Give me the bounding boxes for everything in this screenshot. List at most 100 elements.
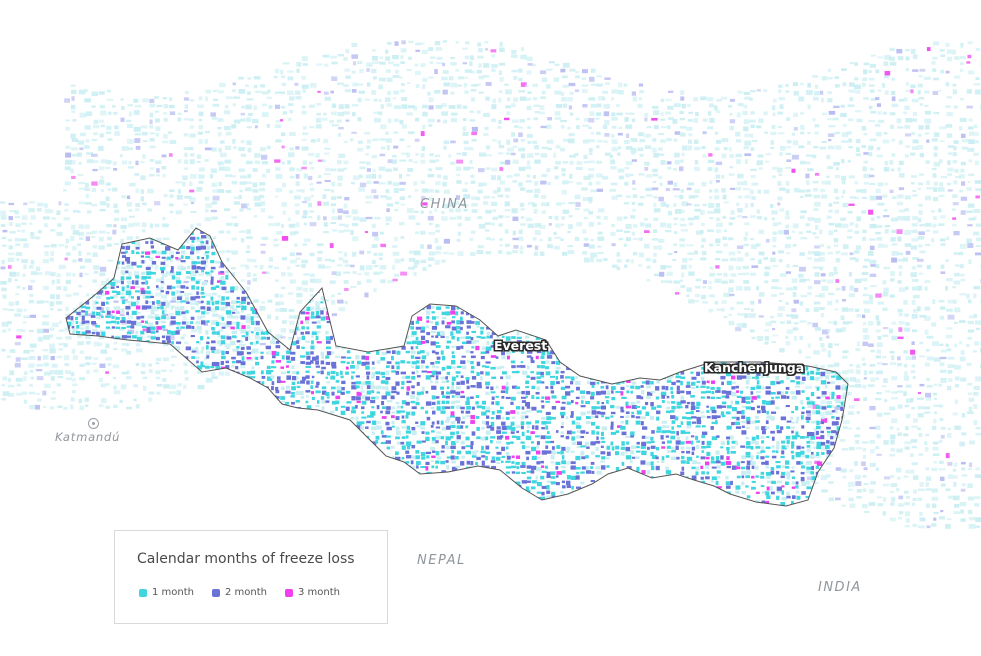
freeze-loss-speck xyxy=(241,281,248,285)
glacier-speck xyxy=(84,125,91,130)
glacier-speck xyxy=(513,173,520,177)
glacier-speck xyxy=(905,356,913,360)
glacier-speck xyxy=(897,167,901,172)
glacier-speck xyxy=(828,272,834,277)
glacier-speck xyxy=(217,126,222,130)
freeze-loss-speck xyxy=(481,270,487,275)
glacier-speck xyxy=(254,265,258,268)
glacier-speck xyxy=(918,244,923,248)
freeze-loss-speck xyxy=(141,236,145,239)
glacier-speck xyxy=(240,264,247,267)
freeze-loss-speck xyxy=(125,270,129,274)
freeze-loss-speck xyxy=(241,245,245,250)
glacier-speck xyxy=(337,133,341,137)
glacier-speck xyxy=(106,203,110,208)
glacier-speck xyxy=(71,390,76,394)
glacier-speck xyxy=(897,476,901,480)
glacier-speck xyxy=(623,243,628,247)
glacier-speck xyxy=(660,160,666,165)
glacier-speck xyxy=(575,167,583,170)
freeze-loss-speck xyxy=(731,230,736,235)
freeze-loss-speck xyxy=(311,235,316,239)
freeze-loss-speck xyxy=(390,228,394,231)
glacier-speck xyxy=(519,250,524,254)
glacier-speck xyxy=(169,97,173,101)
freeze-loss-speck xyxy=(200,230,205,234)
glacier-speck xyxy=(919,152,925,158)
glacier-speck xyxy=(526,97,531,101)
freeze-loss-speck xyxy=(131,240,136,245)
glacier-speck xyxy=(911,364,916,368)
glacier-speck xyxy=(422,124,426,130)
glacier-speck xyxy=(252,278,258,282)
glacier-speck xyxy=(155,376,160,380)
glacier-speck xyxy=(456,238,461,242)
glacier-speck xyxy=(161,369,167,372)
freeze-loss-speck xyxy=(185,256,190,260)
glacier-speck xyxy=(21,222,27,225)
glacier-speck xyxy=(168,313,174,317)
glacier-speck xyxy=(420,42,425,45)
glacier-speck xyxy=(344,104,350,109)
glacier-speck xyxy=(392,251,400,256)
glacier-speck xyxy=(729,257,737,262)
freeze-loss-speck xyxy=(190,251,195,255)
glacier-speck xyxy=(778,97,785,101)
freeze-loss-speck xyxy=(460,246,465,250)
glacier-speck xyxy=(64,181,71,186)
glacier-speck xyxy=(113,390,121,395)
glacier-speck xyxy=(869,273,877,278)
glacier-speck xyxy=(78,258,83,262)
glacier-speck xyxy=(632,251,638,256)
glacier-speck xyxy=(959,320,966,323)
freeze-loss-speck xyxy=(416,275,420,281)
glacier-speck xyxy=(644,145,652,149)
glacier-speck xyxy=(126,195,131,200)
freeze-loss-speck xyxy=(556,270,563,274)
glacier-speck xyxy=(639,237,643,241)
glacier-speck xyxy=(399,159,407,162)
glacier-speck xyxy=(673,280,681,284)
glacier-speck xyxy=(169,250,175,256)
glacier-speck xyxy=(50,243,57,248)
glacier-speck xyxy=(126,202,133,207)
freeze-loss-speck xyxy=(441,228,445,230)
glacier-speck xyxy=(324,96,331,101)
glacier-speck xyxy=(149,103,156,108)
glacier-speck xyxy=(212,103,220,107)
glacier-speck xyxy=(876,392,882,395)
glacier-speck xyxy=(931,138,938,142)
glacier-speck xyxy=(910,84,916,89)
glacier-speck xyxy=(898,173,905,178)
freeze-loss-speck xyxy=(70,251,74,254)
glacier-speck xyxy=(968,440,975,445)
glacier-speck xyxy=(518,126,523,129)
glacier-speck xyxy=(637,104,643,109)
freeze-loss-speck xyxy=(530,280,535,283)
glacier-speck xyxy=(526,56,533,62)
freeze-loss-speck xyxy=(510,260,514,266)
glacier-speck xyxy=(974,89,981,95)
glacier-speck xyxy=(716,243,720,247)
glacier-speck xyxy=(737,181,744,186)
glacier-speck xyxy=(86,369,90,375)
glacier-speck xyxy=(233,196,240,200)
glacier-speck xyxy=(65,238,70,244)
glacier-speck xyxy=(64,166,71,171)
glacier-speck xyxy=(435,251,442,255)
glacier-speck xyxy=(806,180,810,185)
glacier-speck xyxy=(56,383,62,387)
glacier-speck xyxy=(240,118,246,122)
freeze-loss-speck xyxy=(696,245,699,248)
glacier-speck xyxy=(499,244,503,247)
glacier-speck xyxy=(849,195,856,199)
glacier-speck xyxy=(183,118,190,121)
glacier-speck xyxy=(875,124,881,127)
freeze-loss-speck xyxy=(435,276,439,281)
glacier-speck xyxy=(581,84,589,87)
glacier-speck xyxy=(427,244,432,250)
glacier-speck xyxy=(854,196,860,200)
glacier-speck xyxy=(378,174,382,179)
glacier-speck xyxy=(511,49,517,55)
